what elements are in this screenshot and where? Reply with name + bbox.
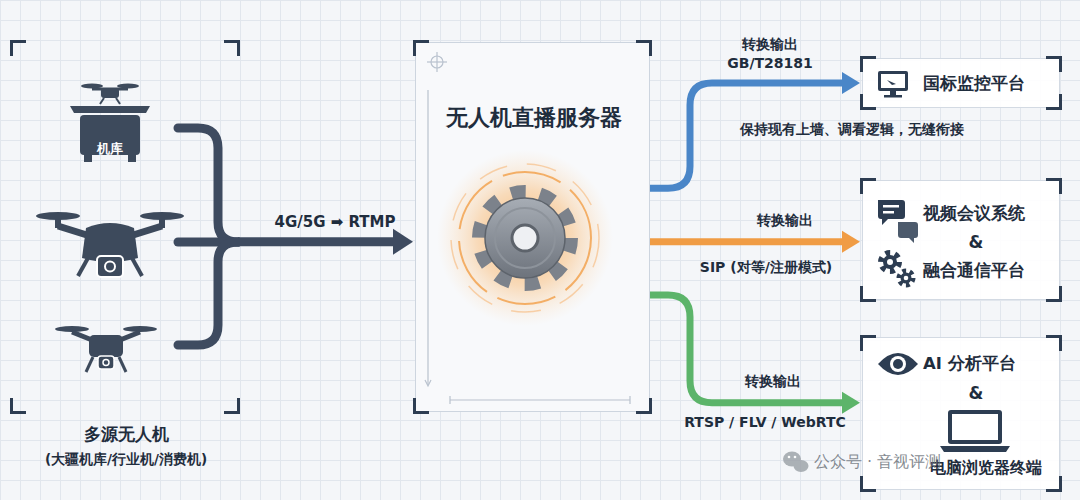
corner-bracket [10,40,26,56]
drone-icon [103,360,109,366]
drone-icon [140,212,184,220]
corner-bracket [860,178,876,194]
arrow-line [650,238,843,245]
drone-icon [36,212,80,220]
node-text: & [961,232,991,252]
corner-bracket [10,398,26,414]
drone-icon [55,326,89,332]
server-box: 无人机直播服务器 [415,42,650,412]
edge-label: 4G/5G ➡ RTMP [250,213,420,231]
corner-bracket [413,40,429,56]
drone-icon [132,258,142,276]
corner-bracket [860,94,876,110]
drone-icon [72,332,140,340]
hangar-drone-icon [70,84,150,163]
hangar-drone-icon [81,84,103,89]
watermark-logo [794,460,809,472]
node-title: 视频会议系统 [923,204,1055,224]
arrow-line [238,237,394,246]
platform-box: 视频会议系统 & 融合通信平台 [862,180,1060,300]
corner-bracket [1046,56,1062,72]
drone-icon [123,326,157,332]
node-title: 无人机直播服务器 [416,105,651,131]
protocol-label: SIP (对等/注册模式) [676,259,856,276]
protocol-label: RTSP / FLV / WebRTC [670,414,860,431]
node-text: & [961,383,991,403]
hangar-drone-icon [101,88,119,98]
corner-bracket [413,398,429,414]
corner-bracket [860,476,876,492]
corner-bracket [224,398,240,414]
hangar-label: 机库 [80,141,140,157]
watermark-logo [783,452,801,467]
drone-icon [89,335,123,357]
protocol-label: GB/T28181 [715,55,825,72]
drone-icon [78,258,88,276]
node-text: (大疆机库/行业机/消费机) [13,451,239,467]
edge-label: 转换输出 [725,36,815,53]
corner-bracket [860,335,876,351]
node-title: AI 分析平台 [923,354,1055,374]
watermark-logo [788,456,791,459]
source-group: 多源无人机(大疆机库/行业机/消费机) [12,42,238,412]
arrow-line [650,295,843,403]
node-title: 国标监控平台 [923,73,1055,93]
merge-lines [178,128,238,242]
corner-bracket [1046,94,1062,110]
hangar-drone-icon [116,98,120,104]
hangar-drone-icon [70,106,150,113]
node-title: 多源无人机 [13,424,239,444]
drone-icon [119,357,126,372]
arrow-head [842,72,860,94]
corner-bracket [224,40,240,56]
hangar-drone-icon [100,98,104,104]
drone-icon [159,218,165,228]
drone-icon [97,256,123,277]
drone-icon [36,212,184,277]
corner-bracket [860,56,876,72]
drone-icon [55,218,61,228]
flow-arrow [650,231,860,253]
watermark-logo [794,456,797,459]
hangar-drone-icon [92,88,128,91]
arrow-head [842,392,860,414]
flow-arrow [650,295,860,414]
edge-label: 转换输出 [728,373,818,390]
corner-bracket [636,40,652,56]
note-text: 保持现有上墙、调看逻辑，无缝衔接 [740,121,1060,138]
corner-bracket [1046,178,1062,194]
watermark-logo [783,452,809,473]
corner-bracket [860,286,876,302]
drone-icon [98,356,114,369]
arrow-head [842,231,860,253]
flow-arrow [238,229,413,255]
drone-icon [55,326,157,372]
drone-icon [58,226,162,236]
watermark-text: 公众号 · 音视评测 [814,452,1014,471]
platform-box: 国标监控平台 [862,58,1060,108]
merge-lines [178,238,238,247]
edge-label: 转换输出 [740,212,830,229]
hangar-drone-icon [117,84,139,89]
corner-bracket [1046,286,1062,302]
node-text: 融合通信平台 [923,261,1055,281]
corner-bracket [1046,476,1062,492]
merge-lines [178,128,238,345]
merge-lines [178,242,238,345]
drone-icon [86,357,93,372]
hangar-drone-icon [84,155,92,162]
corner-bracket [1046,335,1062,351]
corner-bracket [636,398,652,414]
drone-icon [105,262,115,272]
drone-icon [82,223,138,262]
hangar-drone-icon [128,155,136,162]
arrow-head [393,229,413,255]
